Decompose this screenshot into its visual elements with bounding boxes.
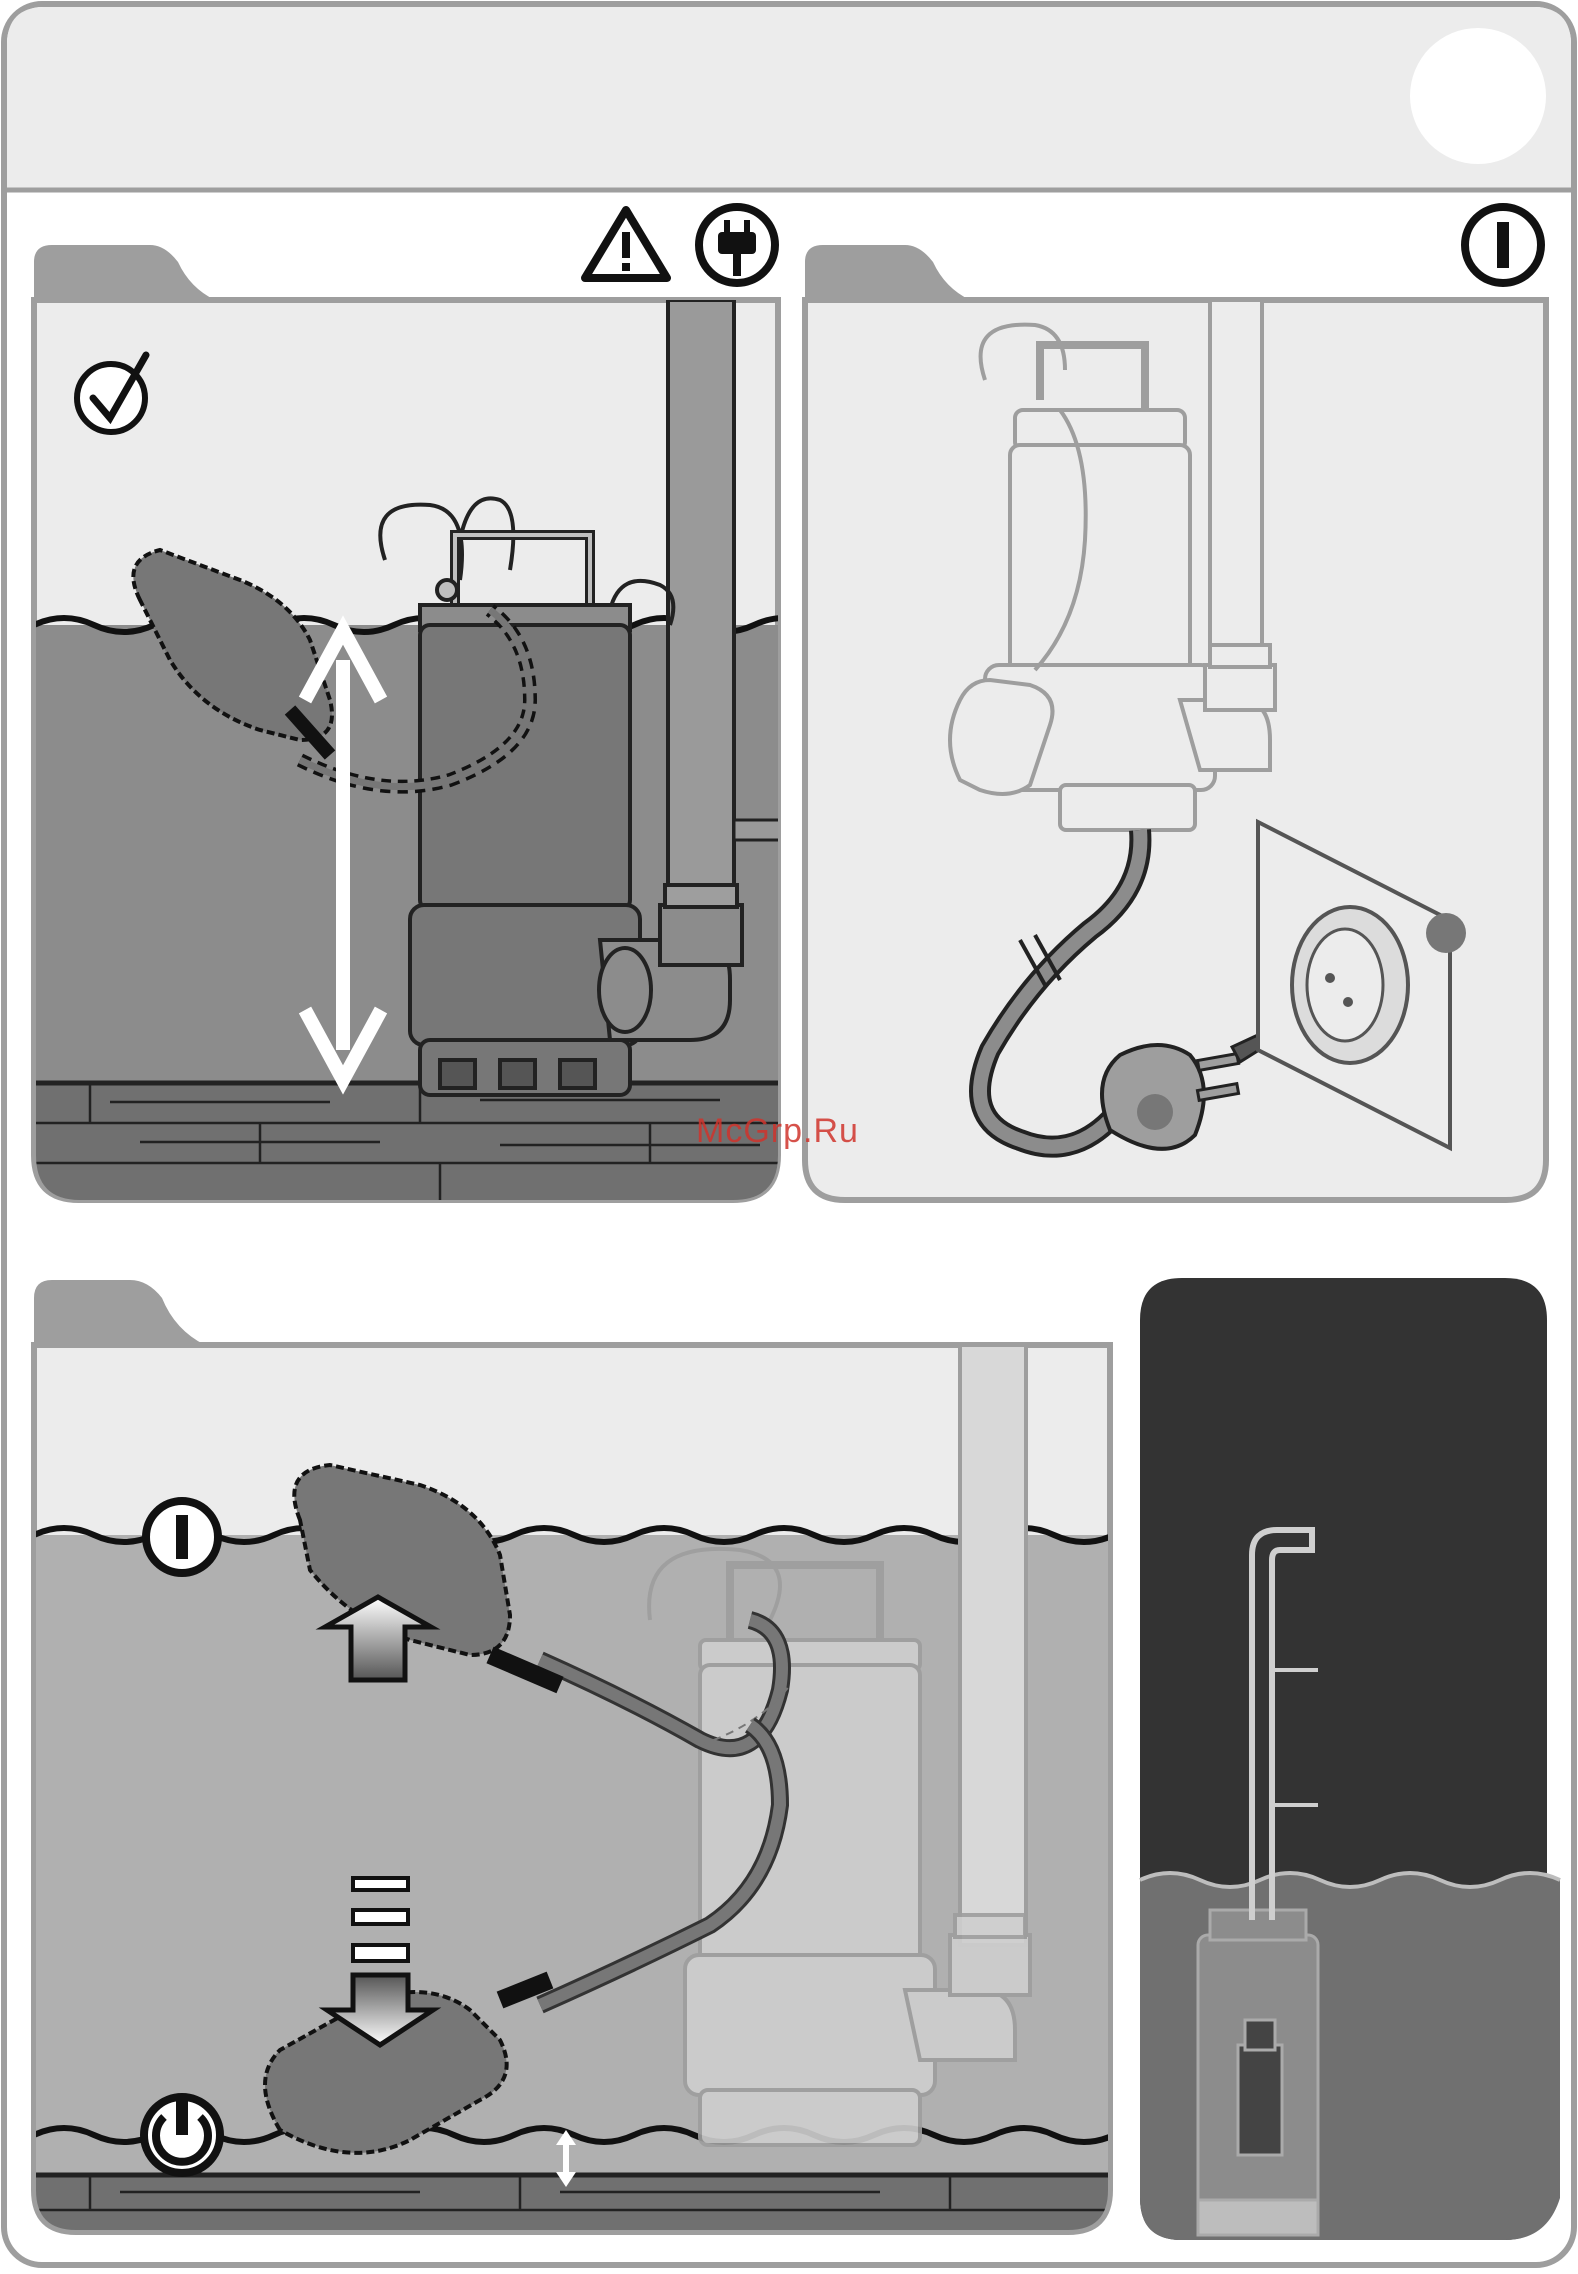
power-on-icon — [1465, 207, 1541, 283]
panel-2 — [805, 207, 1546, 1200]
power-on-icon — [146, 1501, 218, 1573]
panel-1 — [34, 207, 814, 1208]
watermark-text: McGrp.Ru — [696, 1112, 859, 1151]
power-standby-icon — [144, 2095, 220, 2173]
panel-3 — [34, 1280, 1174, 2235]
header-badge-icon — [1410, 28, 1546, 164]
panel-4 — [1140, 1278, 1560, 2240]
power-plug-icon — [699, 207, 775, 283]
